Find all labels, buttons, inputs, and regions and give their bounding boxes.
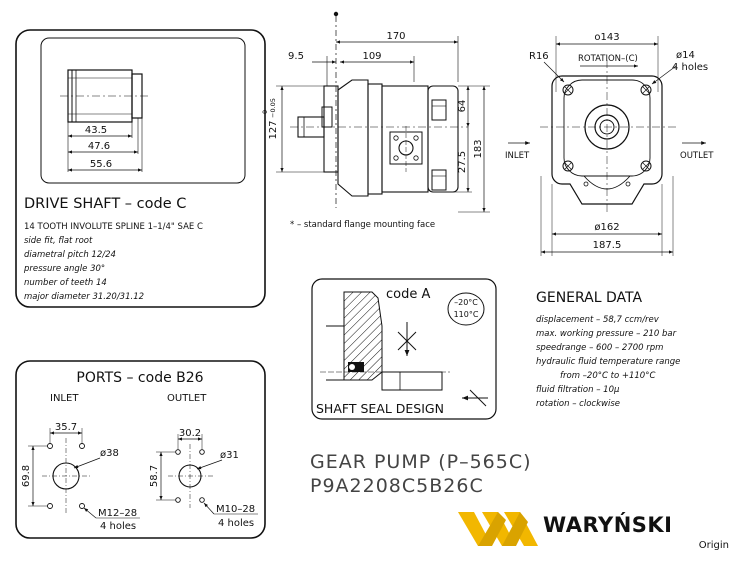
product-name: GEAR PUMP (P–565C) bbox=[310, 451, 532, 473]
ports-panel: PORTS – code B26 INLET OUTLET 35.7 ø38 6… bbox=[15, 360, 266, 539]
gd-line-3: speedrange – 600 – 2700 rpm bbox=[536, 343, 663, 353]
drive-shaft-spec-5: number of teeth 14 bbox=[24, 278, 107, 288]
side-dim-64: 64 bbox=[457, 100, 468, 113]
front-dim-187-5: 187.5 bbox=[593, 240, 622, 251]
drive-shaft-spec-1: 14 TOOTH INVOLUTE SPLINE 1–1/4" SAE C bbox=[24, 222, 203, 232]
side-dim-127-tol-upper: 0 bbox=[261, 110, 269, 114]
side-dim-109: 109 bbox=[362, 51, 381, 62]
side-dim-183: 183 bbox=[473, 139, 484, 158]
outlet-port-drawing bbox=[156, 434, 258, 515]
ports-outlet-label: OUTLET bbox=[167, 393, 207, 404]
shaft-seal-panel: code A –20°C 110°C SHAFT SEAL DESIGN bbox=[311, 278, 497, 420]
drive-shaft-drawing bbox=[60, 69, 150, 172]
drive-shaft-title: DRIVE SHAFT – code C bbox=[24, 196, 186, 212]
general-data: GENERAL DATA displacement – 58,7 ccm/rev… bbox=[536, 290, 680, 409]
flange-mounting-note: * – standard flange mounting face bbox=[290, 220, 435, 230]
gd-line-4: hydraulic fluid temperature range bbox=[536, 357, 680, 367]
side-dim-9-5: 9.5 bbox=[288, 51, 304, 62]
gd-line-2: max. working pressure – 210 bar bbox=[536, 329, 677, 339]
front-inlet-label: INLET bbox=[505, 151, 530, 161]
drive-shaft-spec-3: diametral pitch 12/24 bbox=[24, 250, 116, 260]
gd-line-5: from –20°C to +110°C bbox=[560, 371, 655, 381]
outlet-width: 30.2 bbox=[179, 428, 201, 439]
general-data-title: GENERAL DATA bbox=[536, 290, 642, 306]
front-r16: R16 bbox=[529, 51, 549, 62]
front-outlet-label: OUTLET bbox=[680, 151, 714, 161]
inlet-bore: ø38 bbox=[100, 448, 119, 459]
seal-design-label: SHAFT SEAL DESIGN bbox=[316, 401, 444, 416]
seal-code: code A bbox=[386, 287, 430, 302]
seal-temp-high: 110°C bbox=[454, 310, 479, 319]
outlet-height: 58.7 bbox=[149, 465, 160, 487]
side-dim-127-tol-lower: −0.05 bbox=[269, 98, 277, 118]
brand-logo: WARYŃSKI Origin bbox=[458, 512, 729, 551]
brand-sub: Origin bbox=[699, 540, 729, 551]
gd-line-6: fluid filtration – 10µ bbox=[536, 385, 620, 395]
drive-shaft-panel: 43.5 47.6 55.6 DRIVE SHAFT – code C 14 T… bbox=[15, 29, 266, 308]
shaft-dim-55-6: 55.6 bbox=[90, 159, 112, 170]
drive-shaft-spec-4: pressure angle 30° bbox=[23, 264, 105, 274]
brand-name: WARYŃSKI bbox=[543, 512, 673, 537]
pump-front-view: o143 R16 ROTATION–(C) ø14 4 holes INLET … bbox=[505, 32, 714, 256]
inlet-height: 69.8 bbox=[21, 465, 32, 487]
product-code: P9A2208C5B26C bbox=[310, 475, 484, 497]
waryński-logo-icon bbox=[458, 512, 538, 546]
shaft-dim-47-6: 47.6 bbox=[88, 141, 110, 152]
side-dim-27-5: 27.5 bbox=[457, 151, 468, 173]
drive-shaft-spec-2: side fit, flat root bbox=[24, 236, 93, 246]
shaft-dim-43-5: 43.5 bbox=[85, 125, 107, 136]
inlet-port-drawing bbox=[28, 428, 140, 519]
seal-temp-low: –20°C bbox=[454, 298, 478, 307]
pump-side-view: 170 9.5 109 127 0 −0.05 bbox=[261, 11, 490, 230]
front-dim-143: o143 bbox=[594, 32, 619, 43]
ports-title: PORTS – code B26 bbox=[76, 370, 203, 386]
outlet-bore: ø31 bbox=[220, 450, 239, 461]
front-rotation: ROTATION–(C) bbox=[578, 54, 638, 64]
ports-inlet-label: INLET bbox=[50, 393, 79, 404]
front-4-holes: 4 holes bbox=[672, 62, 708, 73]
drive-shaft-spec-6: major diameter 31.20/31.12 bbox=[24, 292, 144, 302]
side-dim-170: 170 bbox=[386, 31, 405, 42]
gd-line-7: rotation – clockwise bbox=[536, 399, 620, 409]
inlet-holes: 4 holes bbox=[100, 521, 136, 532]
inlet-thread: M12–28 bbox=[98, 508, 137, 519]
gd-line-1: displacement – 58,7 ccm/rev bbox=[536, 315, 660, 325]
side-dim-127: 127 bbox=[268, 120, 279, 139]
outlet-thread: M10–28 bbox=[216, 504, 255, 515]
front-d14: ø14 bbox=[676, 50, 695, 61]
inlet-width: 35.7 bbox=[55, 422, 77, 433]
outlet-holes: 4 holes bbox=[218, 518, 254, 529]
front-d162: ø162 bbox=[594, 222, 619, 233]
